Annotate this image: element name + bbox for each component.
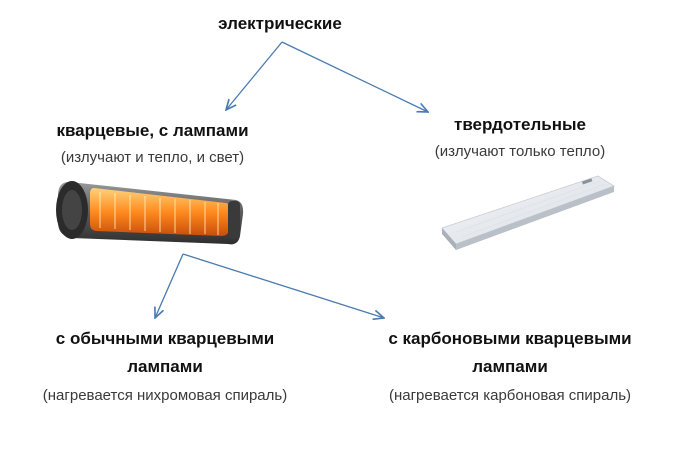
regular-title-line2: лампами xyxy=(127,357,203,376)
solid-state-panel-illustration xyxy=(441,175,615,250)
carbon-lamps-node: с карбоновыми кварцевыми лампами (нагрев… xyxy=(350,328,670,406)
solid-title: твердотельные xyxy=(454,115,586,134)
regular-title-line1: с обычными кварцевыми xyxy=(55,329,275,348)
carbon-title-line1: с карбоновыми кварцевыми xyxy=(388,329,632,348)
carbon-subtitle: (нагревается карбоновая спираль) xyxy=(388,387,632,404)
root-title: электрические xyxy=(218,14,342,33)
regular-lamps-node: с обычными кварцевыми лампами (нагревает… xyxy=(20,328,310,406)
solid-subtitle: (излучают только тепло) xyxy=(434,143,606,160)
arrow-quartz-to-regular xyxy=(155,253,184,318)
quartz-heater-illustration xyxy=(56,181,244,245)
carbon-title-line2: лампами xyxy=(472,357,548,376)
arrow-quartz-to-carbon xyxy=(182,253,384,318)
regular-subtitle: (нагревается нихромовая спираль) xyxy=(42,387,288,404)
solid-node: твердотельные (излучают только тепло) xyxy=(400,114,640,162)
root-node: электрические xyxy=(180,13,380,35)
quartz-subtitle: (излучают и тепло, и свет) xyxy=(60,149,245,166)
quartz-title: кварцевые, с лампами xyxy=(56,121,249,140)
arrow-root-to-solid xyxy=(281,41,428,112)
arrow-root-to-quartz xyxy=(226,41,283,110)
quartz-node: кварцевые, с лампами (излучают и тепло, … xyxy=(20,120,285,168)
